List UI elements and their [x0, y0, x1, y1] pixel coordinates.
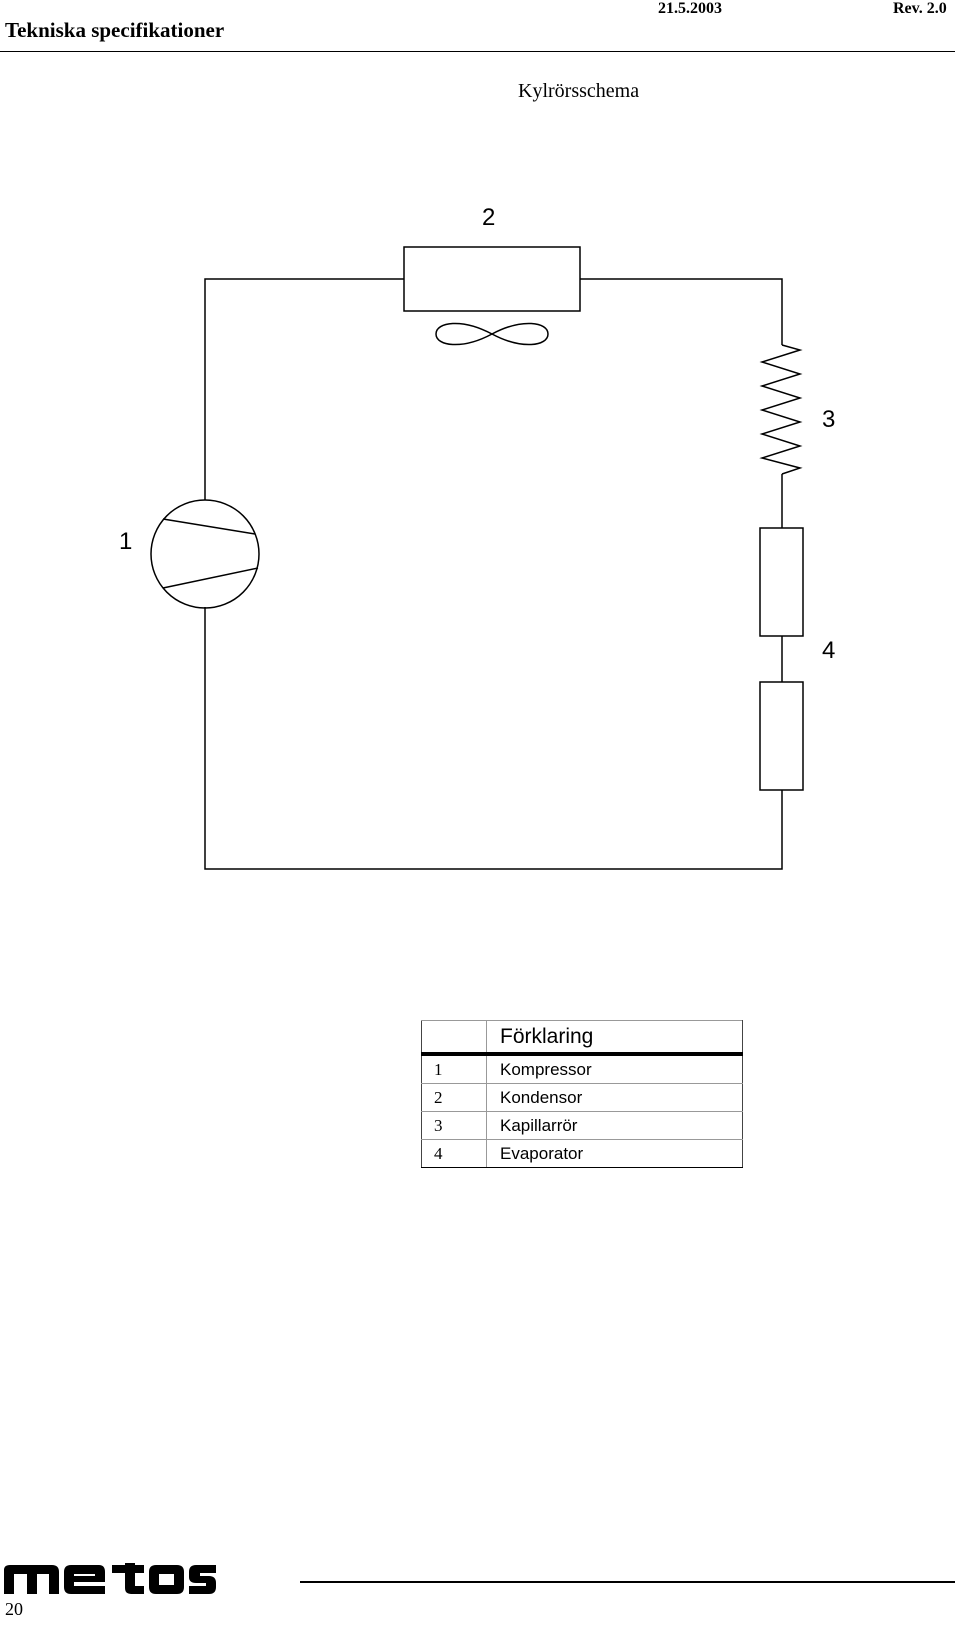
pipe-left-top	[204, 278, 404, 500]
page-number: 20	[5, 1599, 23, 1619]
fan-icon	[435, 322, 549, 346]
evaporator-symbol-upper	[759, 527, 804, 637]
legend-header: Förklaring	[486, 1020, 743, 1056]
condenser-symbol	[403, 246, 581, 312]
diagram-label-2: 2	[482, 204, 495, 231]
legend-row-number: 1	[421, 1053, 487, 1084]
legend-row: 3 Kapillarrör	[421, 1111, 743, 1140]
pipe-bottom	[204, 607, 783, 870]
legend-row: 1 Kompressor	[421, 1053, 743, 1084]
legend-header-blank	[421, 1020, 487, 1056]
legend-header-row: Förklaring	[421, 1020, 743, 1056]
pipe-top-right	[580, 278, 783, 345]
legend-row-name: Evaporator	[486, 1139, 743, 1168]
diagram-title: Kylrörsschema	[518, 80, 640, 102]
legend-row-name: Kapillarrör	[486, 1111, 743, 1140]
document-date: 21.5.2003	[658, 0, 722, 17]
legend-row-number: 2	[421, 1083, 487, 1112]
footer-divider	[300, 1581, 955, 1583]
legend-row-number: 3	[421, 1111, 487, 1140]
compressor-symbol	[150, 499, 260, 609]
refrigeration-circuit-diagram: 1 2 3 4	[119, 204, 835, 870]
legend-row: 2 Kondensor	[421, 1083, 743, 1112]
document-title: Tekniska specifikationer	[5, 18, 225, 42]
legend-row-name: Kondensor	[486, 1083, 743, 1112]
diagram-label-1: 1	[119, 528, 132, 555]
legend-row-name: Kompressor	[486, 1053, 743, 1084]
evaporator-symbol-lower	[759, 681, 804, 791]
diagram-label-4: 4	[822, 637, 835, 664]
legend-row-number: 4	[421, 1139, 487, 1168]
legend-row: 4 Evaporator	[421, 1139, 743, 1168]
capillary-coil-symbol	[759, 344, 803, 475]
legend-table: Förklaring 1 Kompressor 2 Kondensor 3 Ka…	[421, 1020, 743, 1168]
diagram-label-3: 3	[822, 406, 835, 433]
document-revision: Rev. 2.0	[893, 0, 947, 17]
header-divider	[0, 51, 955, 52]
metos-logo	[4, 1563, 216, 1594]
